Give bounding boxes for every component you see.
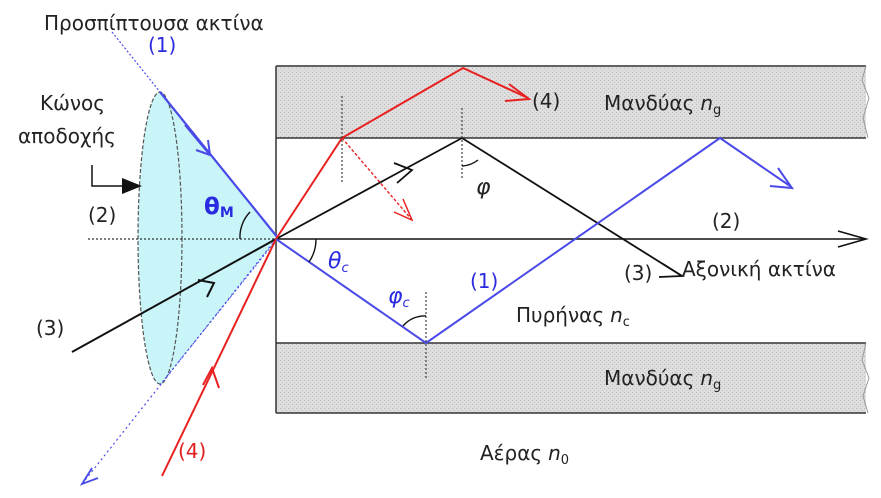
phi-label: φ bbox=[476, 175, 491, 200]
fiber-broken-end bbox=[861, 65, 870, 414]
ray-1-incident-arrowhead bbox=[195, 139, 212, 157]
ray-2-axial-arrowhead bbox=[837, 230, 869, 248]
ray-1-label-core: (1) bbox=[470, 269, 498, 293]
ray-1-label-left: (1) bbox=[148, 33, 176, 57]
ray-3-label-right: (3) bbox=[624, 261, 652, 285]
ray-4-fiber-arrowhead bbox=[504, 83, 532, 102]
incident-ray-label: Προσπίπτουσα ακτίνα bbox=[44, 11, 264, 35]
phi-c-arc bbox=[402, 315, 427, 327]
theta-m-label: θM bbox=[204, 194, 234, 221]
cone-pointer-line bbox=[91, 165, 122, 187]
ray-3-incident-arrowhead bbox=[197, 279, 216, 298]
theta-c-arc bbox=[308, 238, 317, 263]
ray-4-incident-arrowhead bbox=[202, 365, 220, 389]
acceptance-cone-label-line2: αποδοχής bbox=[18, 124, 116, 148]
reflected-blue-arrowhead bbox=[79, 467, 99, 486]
ray-3-label-left: (3) bbox=[36, 316, 64, 340]
ray-1-incident-arrow-segment bbox=[184, 124, 211, 156]
axial-ray-label: Αξονική ακτίνα bbox=[682, 257, 836, 281]
ray-4-refracted-arrowhead bbox=[393, 198, 414, 222]
theta-c-label: θc bbox=[328, 249, 349, 276]
ray-1-incident-extension bbox=[111, 31, 161, 93]
cladding-bottom bbox=[276, 343, 866, 413]
phi-c-label: φc bbox=[388, 284, 410, 311]
reflected-blue-ray bbox=[81, 238, 277, 485]
acceptance-cone-label-line1: Κώνος bbox=[40, 91, 105, 115]
ray-2-label-left: (2) bbox=[88, 203, 116, 227]
ray-4-refracted-dotted bbox=[341, 137, 413, 221]
ray-1-core-arrowhead bbox=[769, 167, 795, 190]
ray-4-label-bottom: (4) bbox=[178, 439, 206, 463]
cladding-top bbox=[276, 66, 866, 138]
ray-3-incident bbox=[71, 238, 277, 353]
ray-4-label-top: (4) bbox=[532, 89, 560, 113]
ray-4-incident bbox=[161, 238, 277, 477]
ray-2-label-right: (2) bbox=[712, 209, 740, 233]
cone-pointer-arrowhead bbox=[122, 178, 142, 194]
ray-1-core-path bbox=[275, 136, 791, 345]
ray-3-core-arrowhead-2 bbox=[658, 263, 685, 278]
theta-m-arc bbox=[239, 211, 251, 240]
phi-arc bbox=[461, 159, 479, 167]
ray-3-core-arrowhead-1 bbox=[393, 162, 414, 184]
ray-4-fiber-path bbox=[275, 66, 529, 240]
acceptance-cone bbox=[137, 91, 279, 386]
